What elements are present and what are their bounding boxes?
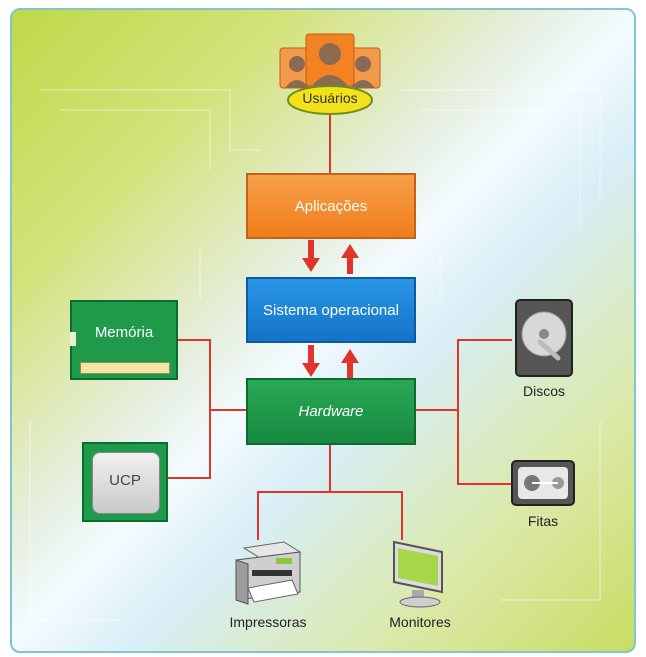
- monitors-label: Monitores: [389, 614, 451, 630]
- memory-label: Memória: [94, 324, 154, 341]
- os-box: Sistema operacional: [246, 277, 416, 343]
- users-icon: [279, 33, 381, 115]
- cpu-label: UCP: [109, 472, 141, 489]
- users-label: Usuários: [302, 90, 358, 106]
- hard-disk-icon: [515, 299, 573, 377]
- cpu-node: UCP: [82, 442, 168, 522]
- os-label: Sistema operacional: [263, 301, 399, 319]
- memory-notch: [70, 332, 76, 346]
- tapes-node: Fitas: [510, 459, 576, 535]
- hardware-box: Hardware: [246, 378, 416, 445]
- printers-node: Impressoras: [218, 538, 318, 632]
- hardware-label: Hardware: [298, 403, 364, 420]
- cpu-chip: [92, 452, 160, 514]
- printers-label: Impressoras: [229, 614, 307, 630]
- users-node: Usuários: [274, 28, 386, 118]
- printer-icon: [235, 541, 302, 605]
- memory-contacts: [80, 362, 170, 374]
- monitor-icon: [393, 540, 443, 608]
- applications-box: Aplicações: [246, 173, 416, 239]
- disks-node: Discos: [514, 298, 574, 402]
- disks-label: Discos: [522, 383, 565, 399]
- tape-drive-icon: [511, 460, 575, 506]
- memory-node: Memória: [70, 300, 178, 380]
- monitors-node: Monitores: [372, 538, 468, 632]
- applications-label: Aplicações: [294, 197, 368, 215]
- tapes-label: Fitas: [527, 513, 559, 529]
